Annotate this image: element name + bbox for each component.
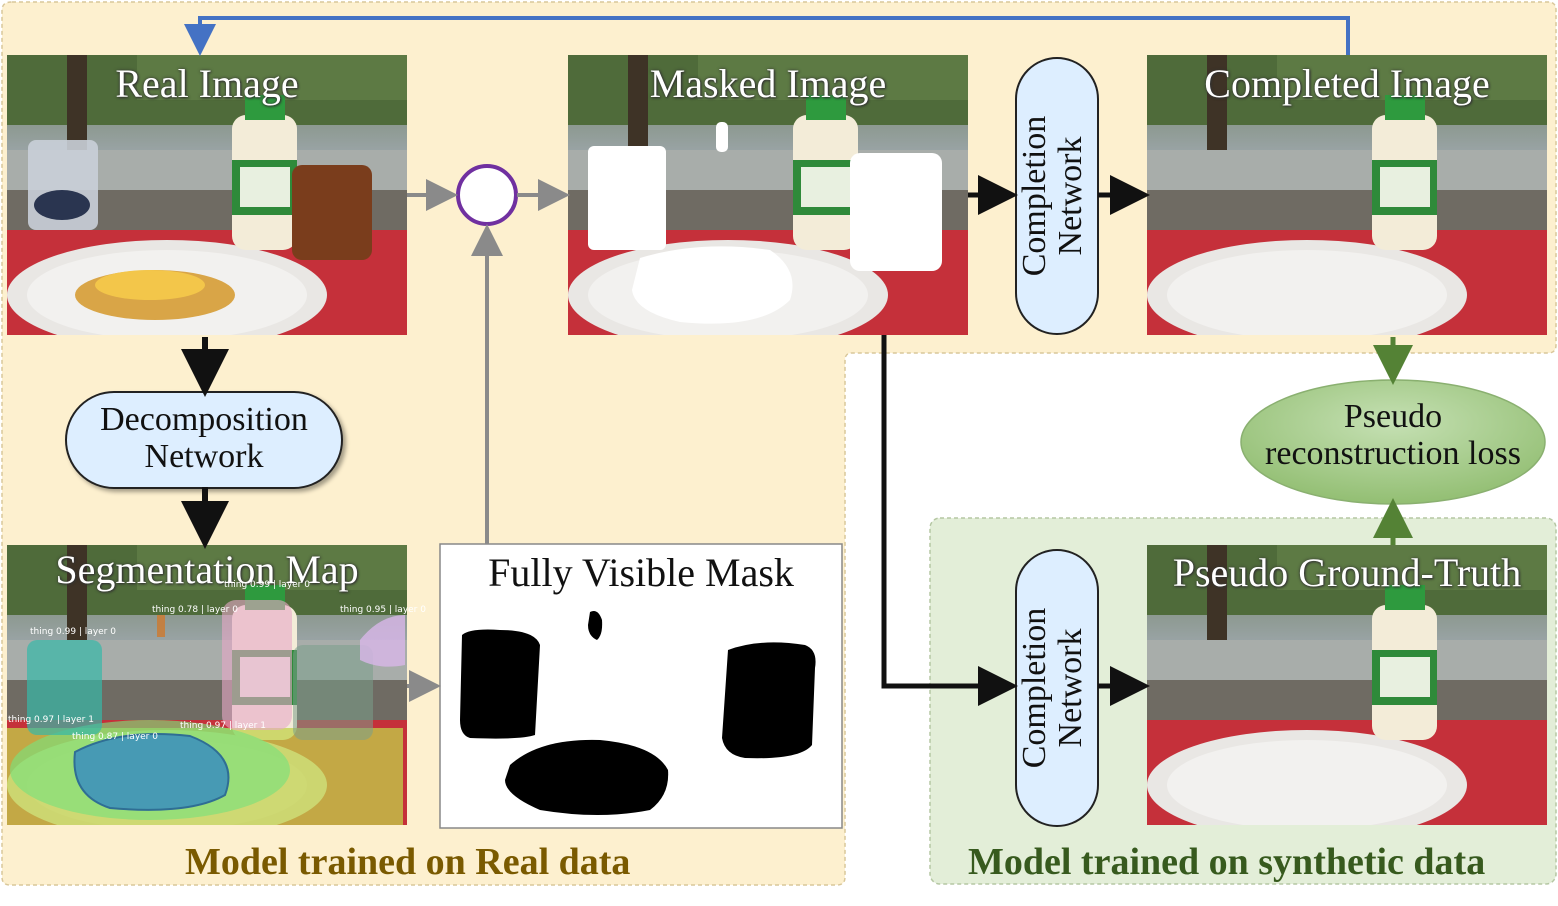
loss-line2: reconstruction loss bbox=[1265, 435, 1521, 473]
segmentation-map-title: Segmentation Map bbox=[55, 547, 359, 592]
decomposition-line2: Network bbox=[144, 438, 264, 476]
fully-visible-mask-title: Fully Visible Mask bbox=[488, 550, 794, 595]
seg-label: thing 0.97 | layer 1 bbox=[180, 721, 266, 731]
synthetic-data-caption: Model trained on synthetic data bbox=[968, 841, 1486, 883]
completion-top-line1: Completion bbox=[1016, 115, 1053, 277]
completion-network-bottom-label: Completion Network bbox=[1016, 550, 1097, 826]
seg-label: thing 0.95 | layer 0 bbox=[340, 605, 426, 615]
real-image-photo bbox=[7, 55, 407, 335]
fully-visible-mask-image bbox=[439, 543, 843, 829]
completion-network-top-label: Completion Network bbox=[1016, 58, 1097, 334]
decomposition-network-label: Decomposition Network bbox=[66, 401, 342, 476]
loss-line1: Pseudo bbox=[1343, 398, 1443, 435]
feedback-arrow bbox=[184, 16, 1350, 56]
seg-label: thing 0.99 | layer 0 bbox=[224, 580, 310, 590]
completion-bottom-line2: Network bbox=[1051, 628, 1089, 748]
arrow-masked-to-bottom-completion bbox=[881, 335, 1018, 706]
completion-top-line2: Network bbox=[1051, 136, 1089, 256]
masked-image-title: Masked Image bbox=[649, 61, 887, 106]
seg-label: thing 0.97 | layer 1 bbox=[8, 715, 94, 725]
segmentation-map-photo bbox=[7, 545, 407, 825]
real-image-title: Real Image bbox=[115, 61, 299, 106]
real-data-caption: Model trained on Real data bbox=[185, 841, 631, 883]
seg-label: thing 0.99 | layer 0 bbox=[30, 627, 116, 637]
combine-circle bbox=[456, 164, 518, 226]
masked-image-photo bbox=[568, 55, 968, 335]
completed-image-title: Completed Image bbox=[1204, 61, 1490, 106]
decomposition-line1: Decomposition bbox=[100, 401, 308, 438]
pseudo-loss-label: Pseudo reconstruction loss bbox=[1241, 398, 1545, 473]
seg-label: thing 0.78 | layer 0 bbox=[152, 605, 238, 615]
seg-label: thing 0.87 | layer 0 bbox=[72, 732, 158, 742]
pseudo-ground-truth-title: Pseudo Ground-Truth bbox=[1172, 550, 1522, 595]
completion-bottom-line1: Completion bbox=[1016, 607, 1053, 769]
